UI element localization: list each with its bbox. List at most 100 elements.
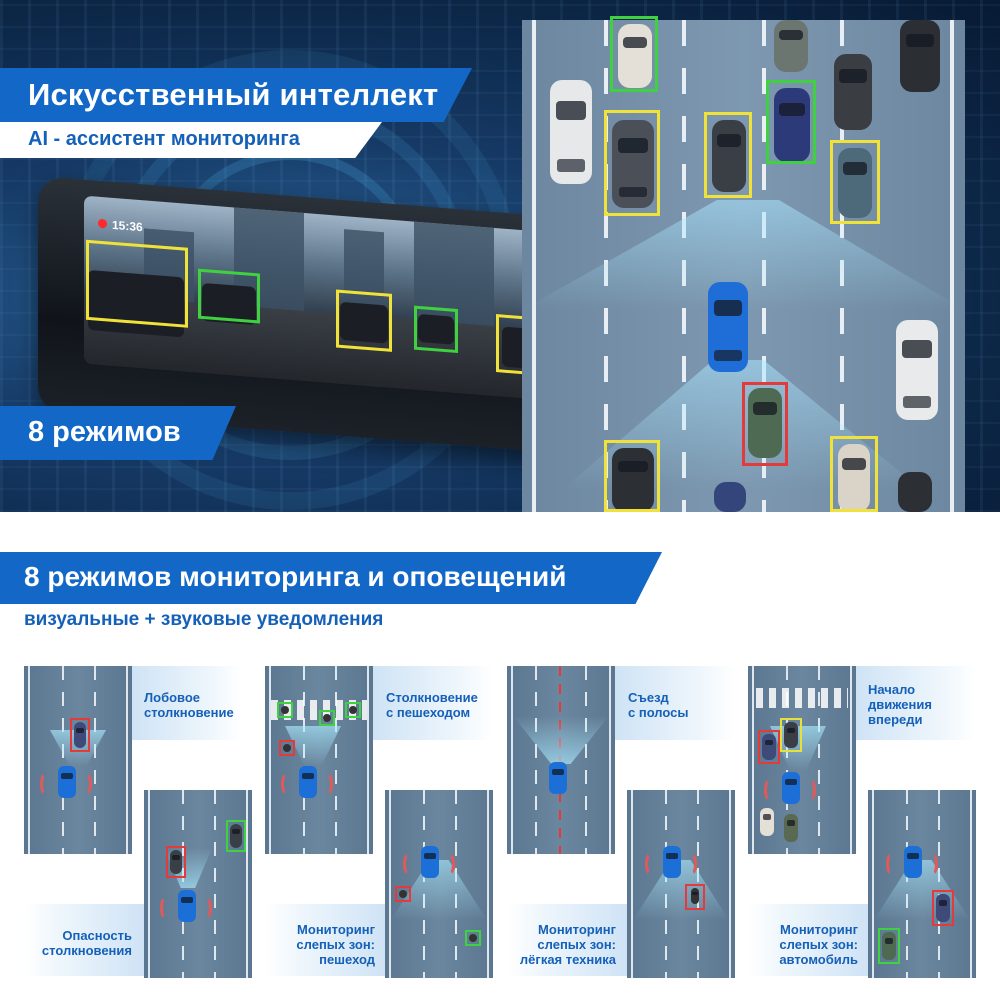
pedestrian-icon bbox=[349, 706, 357, 714]
pedestrian-icon bbox=[323, 714, 331, 722]
ego-car bbox=[299, 766, 317, 798]
label-card bbox=[373, 666, 493, 740]
modes-badge: 8 режимов bbox=[0, 406, 236, 460]
target-car bbox=[74, 722, 86, 748]
car bbox=[712, 120, 746, 192]
car bbox=[898, 472, 932, 512]
detection-box-yellow bbox=[604, 110, 660, 216]
detection-box-green bbox=[319, 710, 335, 726]
alert-wave-icon bbox=[645, 852, 657, 876]
detection-box-red bbox=[70, 718, 90, 752]
detection-box-red bbox=[395, 886, 411, 902]
hero-banner: 15:36 bbox=[0, 0, 1000, 512]
detection-box-green bbox=[465, 930, 481, 946]
car bbox=[784, 814, 798, 842]
alert-wave-icon bbox=[321, 772, 333, 796]
ego-car bbox=[904, 846, 922, 878]
detection-box-yellow bbox=[704, 112, 752, 198]
alert-wave-icon bbox=[926, 852, 938, 876]
ego-car bbox=[58, 766, 76, 798]
ego-car bbox=[421, 846, 439, 878]
mode-panel-head-on bbox=[24, 666, 132, 854]
mode-panel-lane-departure bbox=[507, 666, 615, 854]
pedestrian-icon bbox=[399, 890, 407, 898]
ego-car bbox=[782, 772, 800, 804]
detection-box-red bbox=[279, 740, 295, 756]
alert-wave-icon bbox=[160, 896, 172, 920]
detection-box-red bbox=[166, 846, 186, 878]
car bbox=[838, 444, 870, 512]
detection-box-green bbox=[766, 80, 816, 164]
mode-panel-blind-spot-pedestrian bbox=[385, 790, 493, 978]
car bbox=[618, 24, 652, 88]
car bbox=[760, 808, 774, 836]
alert-wave-icon bbox=[80, 772, 92, 796]
car bbox=[900, 20, 940, 92]
detection-box-red bbox=[742, 382, 788, 466]
pedestrian-icon bbox=[469, 934, 477, 942]
target-car bbox=[936, 894, 950, 922]
pedestrian-icon bbox=[281, 706, 289, 714]
lane-edge bbox=[532, 20, 536, 512]
car bbox=[774, 88, 810, 162]
alert-wave-icon bbox=[200, 896, 212, 920]
detection-box-yellow bbox=[604, 440, 660, 512]
detection-box-green bbox=[610, 16, 658, 92]
car bbox=[834, 54, 872, 130]
mode-panel-blind-spot-car bbox=[868, 790, 976, 978]
section-subtitle: визуальные + звуковые уведомления bbox=[24, 609, 384, 630]
detection-box-green bbox=[345, 702, 361, 718]
alert-wave-icon bbox=[764, 778, 776, 802]
target-car bbox=[882, 932, 896, 960]
crosswalk bbox=[756, 688, 848, 708]
lane-edge bbox=[950, 20, 954, 512]
detection-box-yellow bbox=[86, 239, 188, 328]
detection-box-green bbox=[226, 820, 246, 852]
hero-title: Искусственный интеллект bbox=[0, 68, 472, 122]
label-card bbox=[132, 666, 242, 740]
alert-wave-icon bbox=[281, 772, 293, 796]
pedestrian-icon bbox=[283, 744, 291, 752]
car bbox=[774, 20, 808, 72]
detection-box-green bbox=[277, 702, 293, 718]
target-car bbox=[784, 722, 798, 748]
detection-box-red bbox=[932, 890, 954, 926]
car bbox=[612, 448, 654, 512]
label-card bbox=[615, 666, 735, 740]
target-car bbox=[170, 850, 182, 874]
mode-panel-blind-spot-light-vehicle bbox=[627, 790, 735, 978]
detection-box-yellow bbox=[830, 436, 878, 512]
detection-box-yellow bbox=[830, 140, 880, 224]
alert-wave-icon bbox=[804, 778, 816, 802]
alert-wave-icon bbox=[685, 852, 697, 876]
sensor-beam bbox=[513, 716, 609, 764]
mode-panel-front-departure bbox=[748, 666, 856, 854]
car bbox=[896, 320, 938, 420]
car bbox=[748, 388, 782, 458]
detection-box-green bbox=[414, 305, 458, 354]
section-title: 8 режимов мониторинга и оповещений bbox=[0, 552, 662, 604]
target-car bbox=[762, 734, 776, 760]
car bbox=[838, 148, 872, 218]
ego-car bbox=[549, 762, 567, 794]
alert-wave-icon bbox=[443, 852, 455, 876]
detection-box-yellow bbox=[336, 289, 392, 352]
detection-box-red bbox=[685, 884, 705, 910]
label-card bbox=[856, 666, 976, 740]
car bbox=[714, 482, 746, 512]
ego-car bbox=[178, 890, 196, 922]
detection-box-green bbox=[878, 928, 900, 964]
car bbox=[550, 80, 592, 184]
mode-panel-pedestrian-collision bbox=[265, 666, 373, 854]
alert-wave-icon bbox=[403, 852, 415, 876]
alert-wave-icon bbox=[886, 852, 898, 876]
car bbox=[612, 120, 654, 208]
record-indicator-icon bbox=[98, 218, 107, 229]
